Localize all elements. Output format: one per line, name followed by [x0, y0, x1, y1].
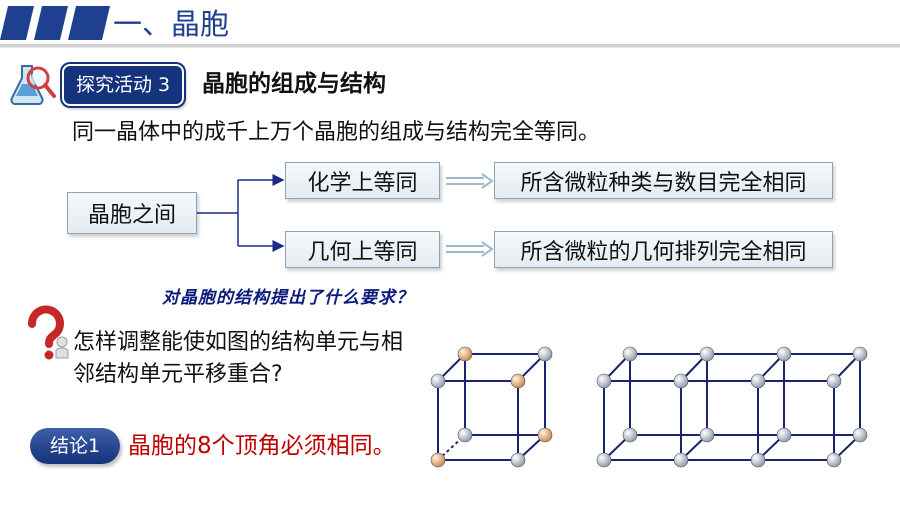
double-arrow-geo	[446, 241, 494, 257]
conclusion-text: 晶胞的8个顶角必须相同。	[128, 433, 396, 459]
prompt-text: 怎样调整能使如图的结构单元与相邻结构单元平移重合?	[73, 330, 404, 387]
box-chemically-equivalent: 化学上等同	[285, 162, 440, 199]
box-result-chemical: 所含微粒种类与数目完全相同	[494, 162, 833, 199]
header-divider	[0, 44, 900, 47]
question-mark-figure-icon	[28, 305, 69, 360]
statement-text: 同一晶体中的成千上万个晶胞的组成与结构完全等同。	[72, 120, 601, 145]
question-heading: 对晶胞的结构提出了什么要求？	[162, 288, 414, 308]
box-geometrically-equivalent: 几何上等同	[285, 231, 440, 268]
box-between-unit-cells: 晶胞之间	[67, 192, 197, 234]
header-divider-shadow	[0, 47, 900, 48]
single-cube-figure	[430, 346, 553, 468]
three-cubes-figure	[596, 346, 868, 468]
flask-magnifier-icon	[10, 65, 56, 106]
page-title: 一、晶胞	[113, 7, 230, 41]
header-stripes-icon	[0, 6, 110, 40]
conclusion-badge: 结论1	[30, 428, 120, 464]
box-result-geometric: 所含微粒的几何排列完全相同	[494, 231, 833, 268]
double-arrow-chem	[446, 173, 494, 189]
activity-title: 晶胞的组成与结构	[202, 71, 386, 97]
activity-badge: 探究活动 3	[62, 64, 185, 106]
